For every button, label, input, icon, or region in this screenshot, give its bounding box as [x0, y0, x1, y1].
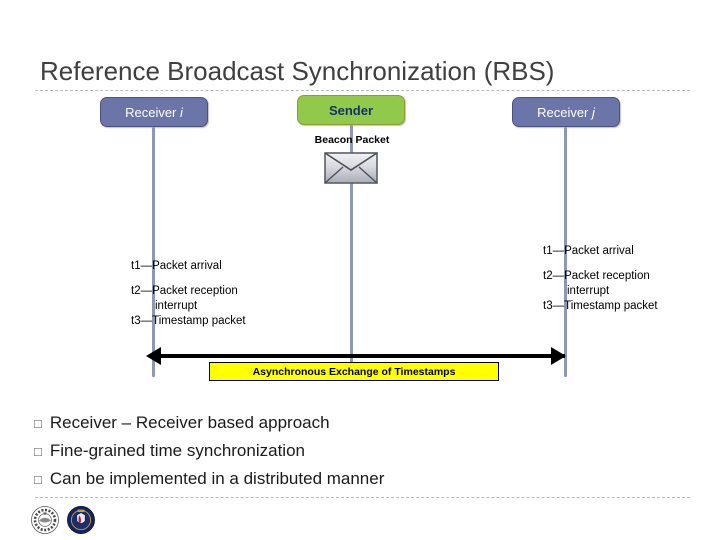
divider-top: [35, 90, 690, 91]
timeline-sender: [350, 125, 353, 365]
bullet-square-icon: □: [34, 472, 42, 487]
timestamp-right-t3: t3—Timestamp packet: [543, 300, 658, 312]
timestamp-right-t2-cont: interrupt: [567, 285, 610, 297]
bullet-square-icon: □: [34, 416, 42, 431]
bullet-text: Receiver – Receiver based approach: [49, 413, 330, 432]
envelope-icon: [324, 152, 378, 184]
timestamp-left-t1: t1—Packet arrival: [131, 260, 222, 272]
asynchronous-exchange-banner: Asynchronous Exchange of Timestamps: [209, 362, 499, 381]
beacon-packet-label: Beacon Packet: [314, 134, 390, 146]
university-crest-logo: [30, 505, 60, 535]
exchange-arrow-head-right: [551, 347, 566, 365]
list-item: □ Can be implemented in a distributed ma…: [34, 465, 674, 493]
exchange-arrow-line: [153, 354, 565, 358]
timestamps-receiver-i: t1—Packet arrival t2—Packet reception in…: [131, 259, 246, 329]
node-sender[interactable]: Sender: [297, 95, 405, 125]
timestamps-receiver-j: t1—Packet arrival t2—Packet reception in…: [543, 244, 658, 314]
bullet-square-icon: □: [34, 444, 42, 459]
timeline-receiver-i: [152, 127, 155, 377]
divider-bottom: [35, 497, 690, 498]
timestamp-left-t2-cont: interrupt: [155, 300, 198, 312]
list-item: □ Fine-grained time synchronization: [34, 437, 674, 465]
timeline-receiver-j: [564, 127, 567, 377]
bullet-text: Can be implemented in a distributed mann…: [49, 469, 385, 488]
node-receiver-i[interactable]: Receiver i: [100, 97, 208, 127]
node-receiver-j[interactable]: Receiver j: [512, 97, 620, 127]
timestamp-left-t3: t3—Timestamp packet: [131, 315, 246, 327]
timestamp-left-t2: t2—Packet reception: [131, 285, 238, 297]
node-receiver-i-label: Receiver i: [125, 104, 183, 120]
list-item: □ Receiver – Receiver based approach: [34, 409, 674, 437]
timestamp-right-t1: t1—Packet arrival: [543, 245, 634, 257]
node-receiver-j-label: Receiver j: [537, 104, 595, 120]
timestamp-right-t2: t2—Packet reception: [543, 270, 650, 282]
institute-seal-logo: [66, 505, 96, 535]
bullet-list: □ Receiver – Receiver based approach □ F…: [34, 409, 674, 493]
exchange-arrow-head-left: [146, 347, 161, 365]
bullet-text: Fine-grained time synchronization: [49, 441, 305, 460]
node-sender-label: Sender: [328, 102, 374, 118]
page-title: Reference Broadcast Synchronization (RBS…: [40, 56, 555, 86]
